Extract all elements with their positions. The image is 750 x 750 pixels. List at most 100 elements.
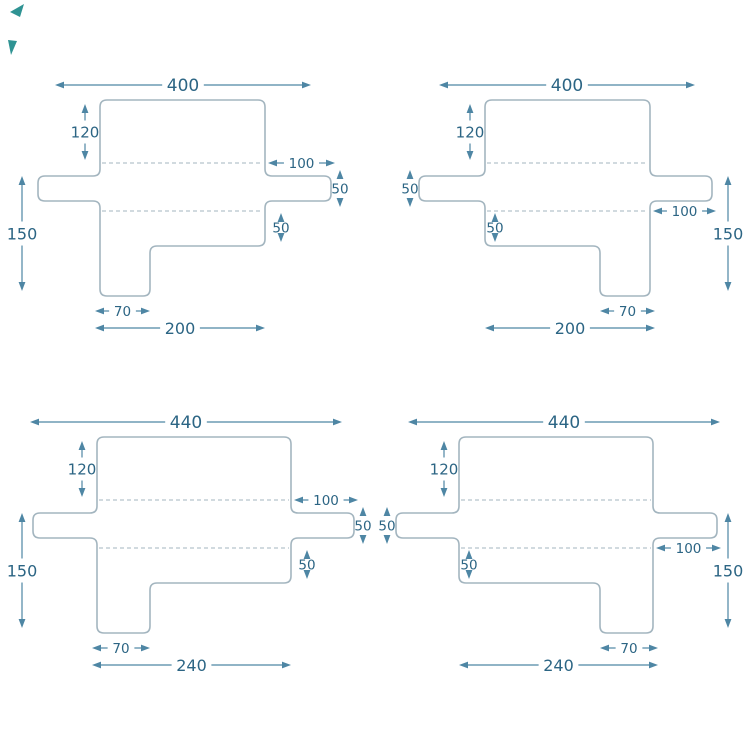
dim-label-wing-height: 50 bbox=[401, 181, 418, 197]
dimension-diagram-top-right: 400 120 100 50 50 150 70 200 bbox=[401, 76, 744, 338]
dim-label-wing-height: 50 bbox=[378, 518, 395, 534]
arrowhead-icon bbox=[724, 282, 732, 291]
dim-label-top-width: 440 bbox=[170, 413, 202, 433]
arrowhead-icon bbox=[465, 570, 473, 579]
dim-label-seat-width: 240 bbox=[543, 656, 574, 675]
dim-label-side-height: 150 bbox=[7, 561, 38, 580]
arrowhead-icon bbox=[707, 207, 716, 215]
cover-outline bbox=[418, 99, 713, 297]
dim-label-flap-depth: 100 bbox=[672, 204, 698, 220]
cover-outline bbox=[37, 99, 332, 297]
dim-label-side-height: 150 bbox=[713, 224, 744, 243]
arrowhead-icon bbox=[656, 544, 665, 552]
arrowhead-icon bbox=[336, 170, 344, 179]
arrowhead-icon bbox=[18, 282, 26, 291]
arrowhead-icon bbox=[18, 513, 26, 522]
arrowhead-icon bbox=[686, 81, 695, 89]
arrowhead-icon bbox=[92, 661, 101, 669]
dim-label-seat-width: 200 bbox=[555, 319, 586, 338]
arrowhead-icon bbox=[282, 661, 291, 669]
dim-label-leg-width: 70 bbox=[114, 304, 131, 320]
arrowhead-icon bbox=[55, 81, 64, 89]
cell-top-left: 400 120 100 50 50 150 70 200 bbox=[0, 0, 375, 375]
arrowhead-icon bbox=[653, 207, 662, 215]
arrowhead-icon bbox=[649, 644, 658, 652]
arrowhead-icon bbox=[302, 81, 311, 89]
arrowhead-icon bbox=[383, 507, 391, 516]
arrowhead-icon bbox=[406, 170, 414, 179]
dim-label-back-height: 120 bbox=[71, 123, 100, 141]
arrowhead-icon bbox=[711, 418, 720, 426]
dim-label-back-height: 120 bbox=[68, 460, 97, 478]
arrowhead-icon bbox=[277, 213, 285, 222]
arrowhead-icon bbox=[349, 496, 358, 504]
arrowhead-icon bbox=[92, 644, 101, 652]
dim-label-tuck-depth: 50 bbox=[486, 220, 503, 236]
dim-label-side-height: 150 bbox=[713, 561, 744, 580]
stray-arrow-mark-1 bbox=[10, 4, 24, 17]
dim-label-leg-width: 70 bbox=[619, 304, 636, 320]
arrowhead-icon bbox=[95, 324, 104, 332]
arrowhead-icon bbox=[724, 513, 732, 522]
dim-label-seat-width: 240 bbox=[176, 656, 207, 675]
arrowhead-icon bbox=[30, 418, 39, 426]
arrowhead-icon bbox=[78, 441, 86, 450]
arrowhead-icon bbox=[724, 619, 732, 628]
arrowhead-icon bbox=[491, 233, 499, 242]
arrowhead-icon bbox=[303, 570, 311, 579]
dim-label-tuck-depth: 50 bbox=[272, 220, 289, 236]
arrowhead-icon bbox=[359, 535, 367, 544]
arrowhead-icon bbox=[600, 644, 609, 652]
arrowhead-icon bbox=[491, 213, 499, 222]
arrowhead-icon bbox=[277, 233, 285, 242]
dim-label-top-width: 400 bbox=[551, 76, 583, 96]
arrowhead-icon bbox=[712, 544, 721, 552]
dim-label-wing-height: 50 bbox=[354, 518, 371, 534]
arrowhead-icon bbox=[336, 198, 344, 207]
dim-label-tuck-depth: 50 bbox=[460, 557, 477, 573]
dim-label-back-height: 120 bbox=[456, 123, 485, 141]
cover-outline bbox=[32, 436, 355, 634]
dim-label-top-width: 400 bbox=[167, 76, 199, 96]
arrowhead-icon bbox=[466, 104, 474, 113]
arrowhead-icon bbox=[459, 661, 468, 669]
arrowhead-icon bbox=[95, 307, 104, 315]
arrowhead-icon bbox=[256, 324, 265, 332]
arrowhead-icon bbox=[18, 619, 26, 628]
dim-label-top-width: 440 bbox=[548, 413, 580, 433]
arrowhead-icon bbox=[439, 81, 448, 89]
arrowhead-icon bbox=[646, 324, 655, 332]
arrowhead-icon bbox=[303, 550, 311, 559]
arrowhead-icon bbox=[440, 488, 448, 497]
stray-arrow-marks bbox=[8, 4, 24, 55]
arrowhead-icon bbox=[646, 307, 655, 315]
arrowhead-icon bbox=[18, 176, 26, 185]
arrowhead-icon bbox=[408, 418, 417, 426]
dim-label-wing-height: 50 bbox=[331, 181, 348, 197]
arrowhead-icon bbox=[466, 151, 474, 160]
arrowhead-icon bbox=[268, 159, 277, 167]
dim-label-flap-depth: 100 bbox=[676, 541, 702, 557]
dim-label-side-height: 150 bbox=[7, 224, 38, 243]
arrowhead-icon bbox=[440, 441, 448, 450]
arrowhead-icon bbox=[485, 324, 494, 332]
cell-top-right: 400 120 100 50 50 150 70 200 bbox=[375, 0, 750, 375]
arrowhead-icon bbox=[724, 176, 732, 185]
arrowhead-icon bbox=[600, 307, 609, 315]
arrowhead-icon bbox=[406, 198, 414, 207]
dim-label-seat-width: 200 bbox=[165, 319, 196, 338]
dim-label-flap-depth: 100 bbox=[289, 156, 315, 172]
arrowhead-icon bbox=[465, 550, 473, 559]
arrowhead-icon bbox=[81, 151, 89, 160]
dim-label-flap-depth: 100 bbox=[313, 493, 339, 509]
arrowhead-icon bbox=[141, 644, 150, 652]
cover-outline bbox=[395, 436, 718, 634]
arrowhead-icon bbox=[141, 307, 150, 315]
arrowhead-icon bbox=[383, 535, 391, 544]
arrowhead-icon bbox=[359, 507, 367, 516]
